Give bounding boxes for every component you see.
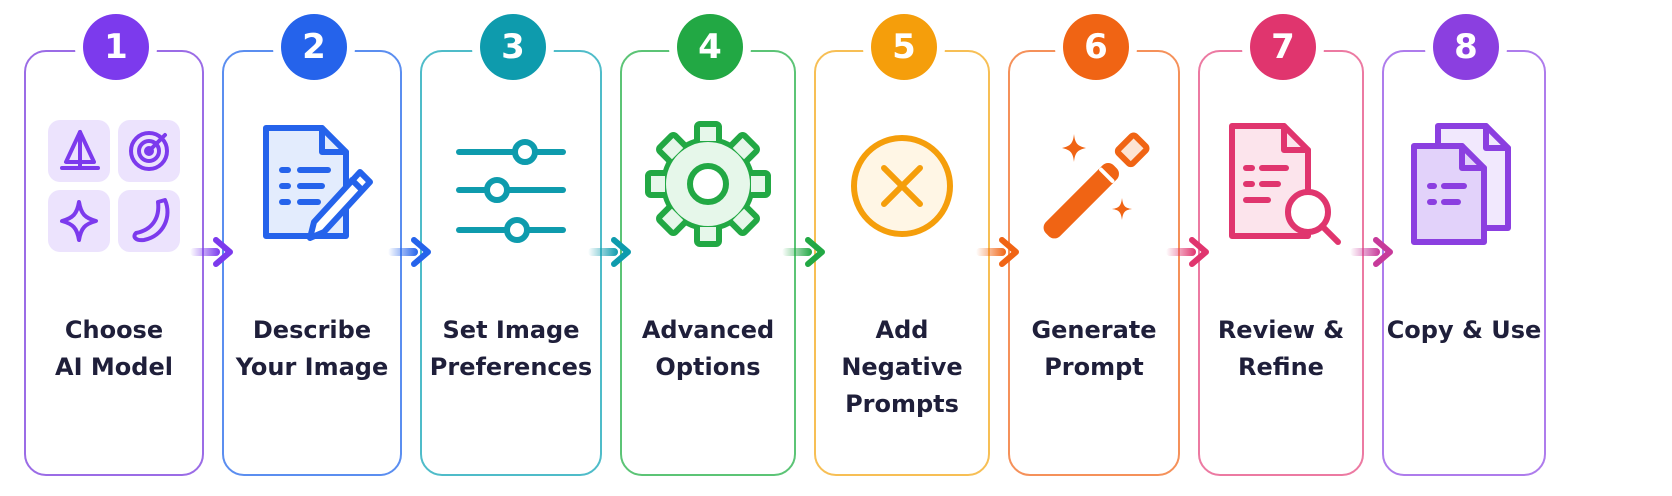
flow-arrow-icon (782, 237, 825, 267)
document-pencil-icon (263, 125, 373, 241)
step-card-8: 8 (1382, 14, 1546, 476)
step-card-5: 5 (814, 14, 990, 476)
step-number-badge: 1 (83, 14, 149, 80)
document-search-icon (1229, 123, 1341, 245)
x-circle-icon (851, 135, 953, 237)
step-card-3: 3 (420, 14, 602, 476)
step-title-line: Set Image (442, 316, 580, 344)
step-title-line: Review & (1217, 316, 1345, 344)
sliders-icon (456, 139, 566, 243)
step-card-6: 6 (1008, 14, 1180, 476)
flow-arrow-icon (1350, 237, 1393, 267)
magic-wand-icon (1043, 132, 1150, 239)
step-card-7: 7 (1198, 14, 1364, 476)
step-number-badge: 4 (677, 14, 743, 80)
step-number-badge: 6 (1063, 14, 1129, 80)
step-number-badge: 2 (281, 14, 347, 80)
step-title-line: Refine (1238, 353, 1324, 381)
step-card-2: 2 (222, 14, 402, 476)
step-number-badge: 8 (1433, 14, 1499, 80)
flow-arrow-icon (588, 237, 631, 267)
step-title-line: Copy & Use (1386, 316, 1542, 344)
flow-arrow-icon (388, 237, 431, 267)
step-number-badge: 5 (871, 14, 937, 80)
step-title-4: Advanced Options (618, 312, 798, 386)
copy-documents-icon (1411, 123, 1511, 245)
flow-arrow-icon (190, 237, 233, 267)
step-title-3: Set Image Preferences (421, 312, 601, 386)
step-title-line: Advanced (641, 316, 775, 344)
step-number-badge: 3 (480, 14, 546, 80)
step-title-8: Copy & Use (1374, 312, 1554, 349)
step-title-line: Prompts (845, 390, 959, 418)
step-title-line: Choose (64, 316, 164, 344)
step-title-2: Describe Your Image (222, 312, 402, 386)
step-title-line: AI Model (55, 353, 173, 381)
step-title-1: Choose AI Model (24, 312, 204, 386)
gear-icon (645, 121, 771, 247)
step-title-6: Generate Prompt (1004, 312, 1184, 386)
step-title-line: Your Image (235, 353, 389, 381)
step-title-line: Generate (1031, 316, 1157, 344)
flow-arrow-icon (976, 237, 1019, 267)
step-title-7: Review & Refine (1191, 312, 1371, 386)
ai-model-grid-icon (48, 120, 180, 252)
step-title-line: Prompt (1044, 353, 1144, 381)
step-title-line: Add Negative (841, 316, 963, 381)
step-title-line: Options (655, 353, 761, 381)
flow-arrow-icon (1166, 237, 1209, 267)
step-title-line: Preferences (429, 353, 593, 381)
step-title-5: Add Negative Prompts (812, 312, 992, 423)
step-title-line: Describe (252, 316, 372, 344)
step-card-4: 4 (620, 14, 796, 476)
step-number-badge: 7 (1250, 14, 1316, 80)
step-card-1: 1 (24, 14, 204, 476)
